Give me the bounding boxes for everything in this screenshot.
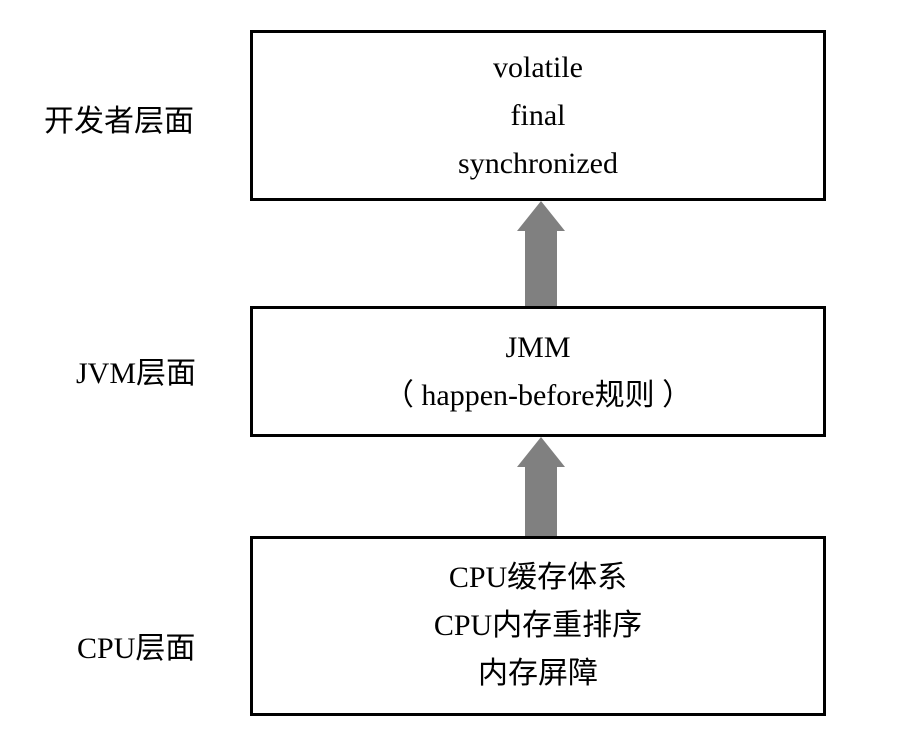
developer-layer-box: volatile final synchronized xyxy=(250,30,826,201)
layer-label-cpu: CPU层面 xyxy=(77,632,196,665)
box-line: volatile xyxy=(493,50,583,84)
box-line: 内存屏障 xyxy=(478,657,598,690)
box-line: synchronized xyxy=(458,146,618,180)
jvm-layer-box: JMM （ happen-before规则 ） xyxy=(250,306,826,437)
box-line: final xyxy=(510,98,566,132)
cpu-layer-box: CPU缓存体系 CPU内存重排序 内存屏障 xyxy=(250,536,826,716)
box-line: CPU内存重排序 xyxy=(433,609,643,642)
layer-label-jvm: JVM层面 xyxy=(76,357,197,390)
box-line: CPU缓存体系 xyxy=(448,561,628,594)
box-line: JMM xyxy=(505,330,571,364)
layer-label-developer: 开发者层面 xyxy=(44,105,194,138)
box-line: （ happen-before规则 ） xyxy=(383,378,693,412)
up-arrow-icon xyxy=(517,437,565,536)
up-arrow-icon xyxy=(517,201,565,306)
